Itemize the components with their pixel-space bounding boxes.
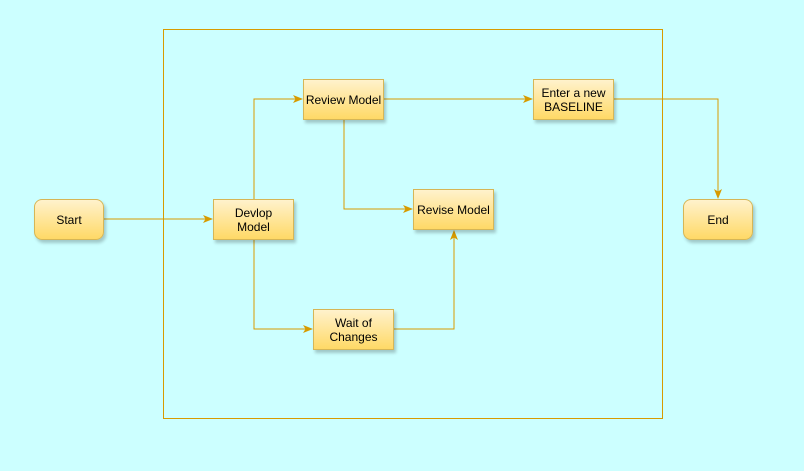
revise-model-label: Revise Model <box>417 202 490 217</box>
start-node-label: Start <box>56 212 82 227</box>
wait-changes-node[interactable]: Wait of Changes <box>313 309 394 350</box>
end-node-label: End <box>707 212 729 227</box>
review-model-node[interactable]: Review Model <box>303 79 384 120</box>
edge-develop-to-wait <box>253 240 313 333</box>
edge-baseline-to-end <box>614 98 722 199</box>
edge-review-to-revise <box>343 120 413 213</box>
end-node[interactable]: End <box>683 199 753 240</box>
develop-model-label: Devlop Model <box>234 205 273 234</box>
edge-develop-to-review <box>253 95 303 199</box>
revise-model-node[interactable]: Revise Model <box>413 189 494 230</box>
enter-baseline-node[interactable]: Enter a new BASELINE <box>533 79 614 120</box>
start-node[interactable]: Start <box>34 199 104 240</box>
process-boundary-frame <box>163 29 663 419</box>
review-model-label: Review Model <box>305 92 382 107</box>
develop-model-node[interactable]: Devlop Model <box>213 199 294 240</box>
wait-changes-label: Wait of Changes <box>329 315 378 344</box>
edge-wait-to-revise <box>394 230 458 330</box>
enter-baseline-label: Enter a new BASELINE <box>541 85 606 114</box>
